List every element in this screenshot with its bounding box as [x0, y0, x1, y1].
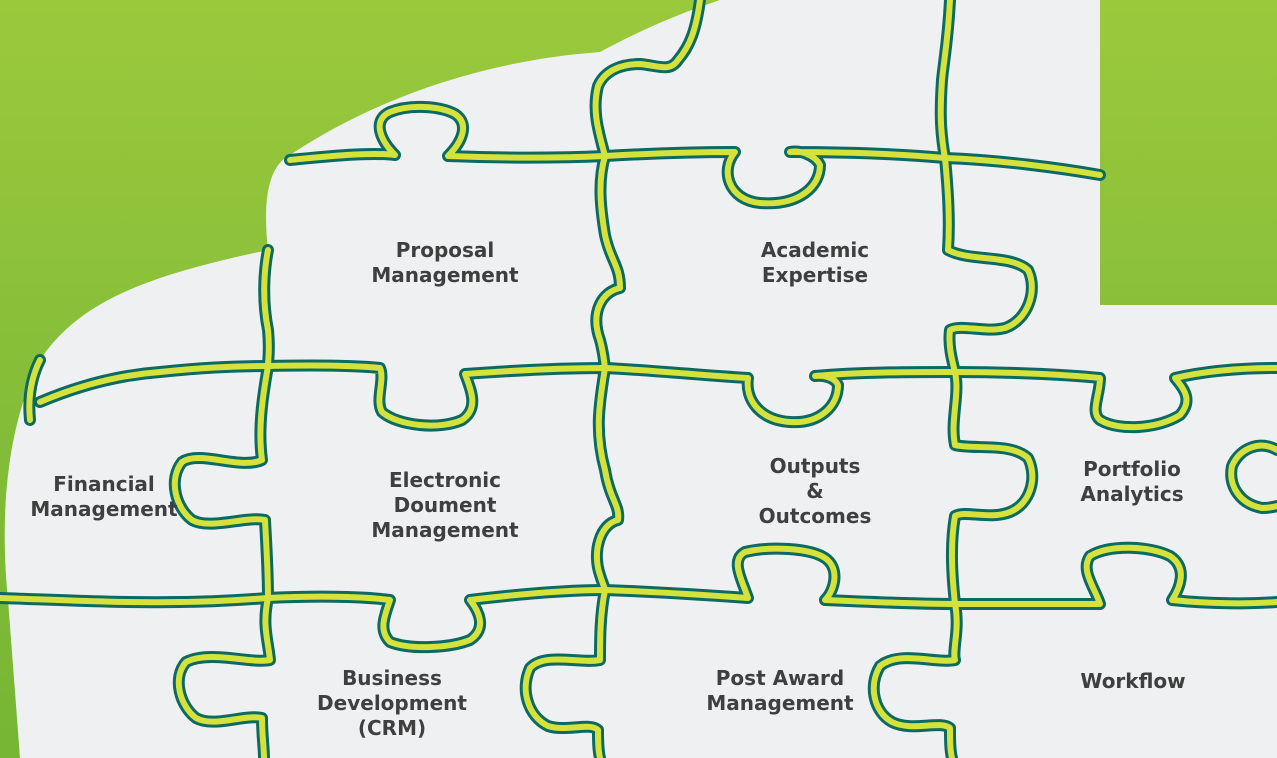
piece-workflow: Workflow	[1080, 669, 1186, 693]
cloud-shape	[4, 0, 1277, 758]
piece-post-award-management: Post Award Management	[706, 666, 854, 715]
puzzle-seam	[287, 103, 1103, 207]
puzzle-seam	[26, 357, 43, 423]
piece-outputs-outcomes: Outputs & Outcomes	[758, 454, 872, 528]
puzzle-seam	[937, 0, 953, 161]
piece-portfolio-analytics: Portfolio Analytics	[1080, 457, 1184, 506]
puzzle-seam	[1228, 442, 1277, 511]
puzzle-seam	[592, 0, 703, 159]
piece-electronic-document-management: Electronic Doument Management	[371, 468, 519, 542]
puzzle-seam	[870, 155, 1036, 758]
puzzle-seam	[522, 153, 623, 758]
puzzle-seam	[0, 544, 1277, 651]
piece-business-development-crm: Business Development (CRM)	[317, 666, 467, 740]
piece-academic-expertise: Academic Expertise	[760, 238, 870, 287]
piece-financial-management: Financial Management	[30, 472, 178, 521]
puzzle-seam	[171, 247, 273, 758]
piece-proposal-management: Proposal Management	[371, 238, 519, 287]
puzzle-seam	[37, 362, 1277, 431]
